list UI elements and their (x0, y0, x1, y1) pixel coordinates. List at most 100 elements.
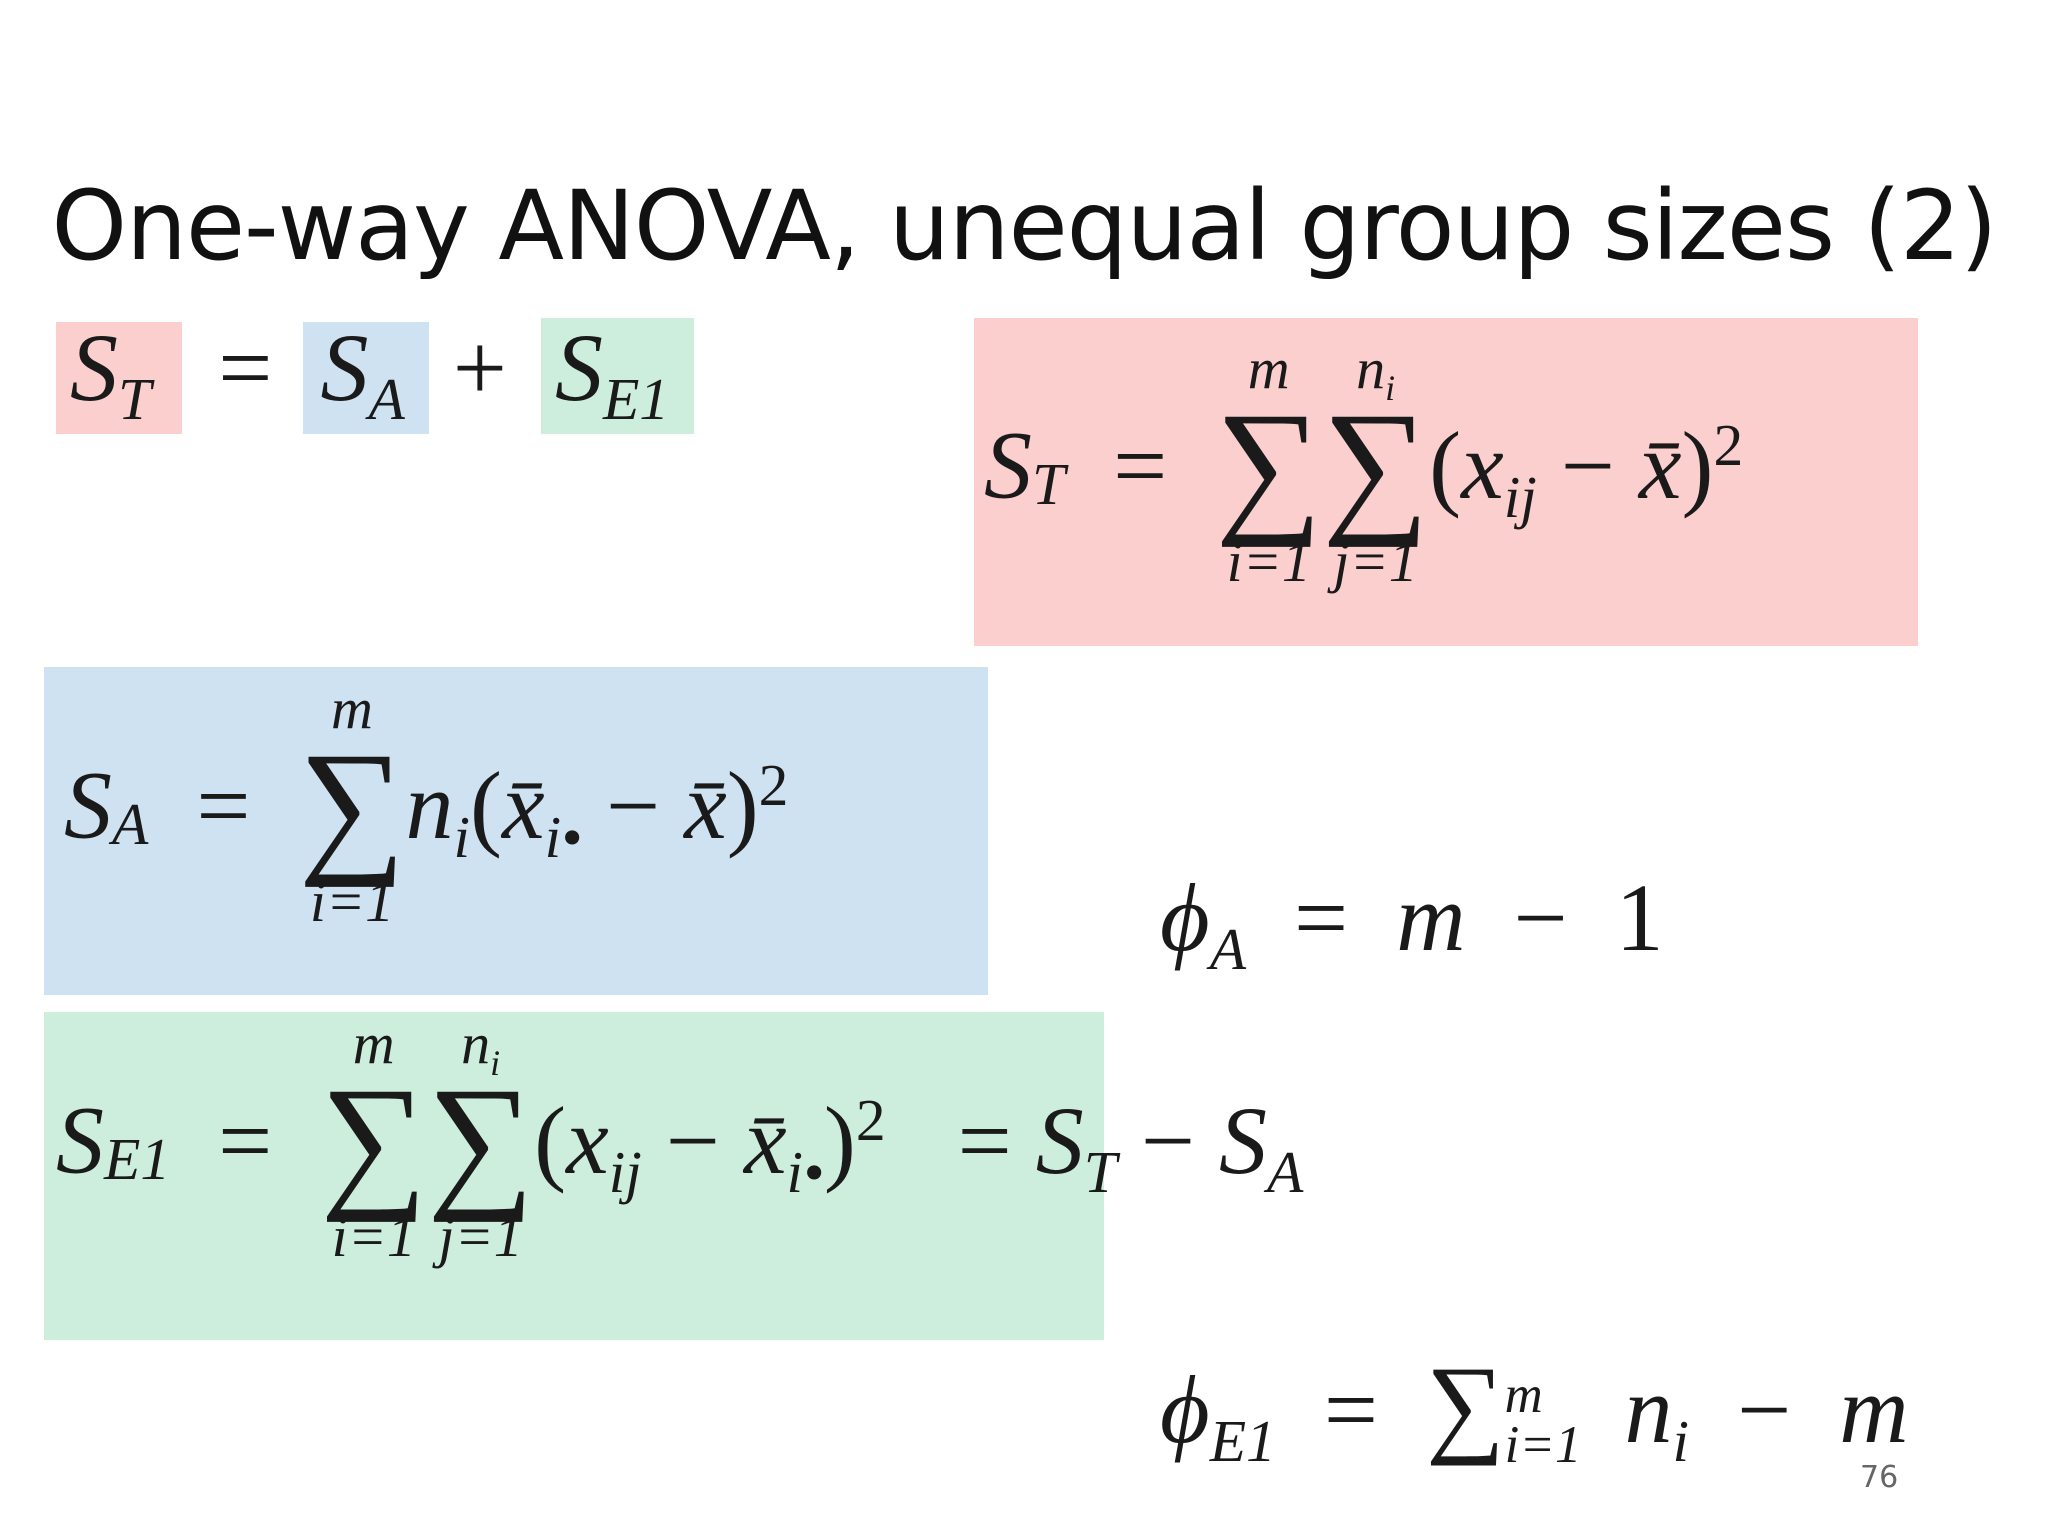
decomp-st-symbol: S (70, 314, 118, 421)
page-number: 76 (1860, 1460, 1899, 1495)
decomp-st-sub: T (118, 366, 152, 433)
se-minus: − (665, 1086, 720, 1194)
phi-e1-m: m (1839, 1356, 1909, 1463)
summation-icon: ∑ (427, 1057, 535, 1223)
se-rhs-sa-symbol: S (1219, 1086, 1268, 1194)
summation-icon: ∑ (298, 722, 406, 888)
st-sum-j-upper-sub: i (1385, 367, 1396, 408)
sa-open-paren: ( (469, 751, 502, 859)
phi-e1-equals: = (1323, 1356, 1378, 1463)
sa-n-sub: i (453, 803, 470, 870)
sa-minus: − (605, 751, 661, 859)
sa-highlight-box (303, 322, 429, 434)
sa-xbar-i-sub: i• (544, 803, 582, 870)
st-sum-j-lower: j=1 (1333, 529, 1418, 594)
se-sum-i-upper: m (352, 1011, 395, 1076)
phi-e1-symbol: ϕ (1160, 1356, 1210, 1463)
se-sum-j-lower: j=1 (438, 1204, 523, 1269)
sa-lhs-sub: A (112, 790, 149, 857)
phi-a-one: 1 (1615, 864, 1664, 971)
se-rhs-st-sub: T (1083, 1138, 1117, 1205)
summation-icon: ∑ (1425, 1344, 1505, 1466)
st-power: 2 (1713, 411, 1744, 478)
se-rhs: =ST−SA (910, 1086, 1304, 1201)
decomp-se-symbol: S (554, 314, 603, 421)
st-highlight-box (56, 322, 182, 434)
sa-sum-i: m ∑ i=1 (299, 680, 406, 931)
se-sum-j: ni ∑ j=1 (427, 1015, 534, 1266)
se-summand: (xij−x̄i•)2 (534, 1086, 886, 1201)
st-sum-j-upper: ni (1322, 340, 1429, 406)
phi-e1-n-sub: i (1672, 1408, 1690, 1475)
phi-e1-n: n (1624, 1356, 1673, 1463)
se-lhs-symbol: S (56, 1086, 104, 1194)
st-open-paren: ( (1429, 411, 1462, 519)
sa-n: n (405, 751, 454, 859)
sa-definition-box (44, 667, 988, 995)
st-sum-i-upper: m (1247, 336, 1290, 401)
sa-close-paren: ) (726, 751, 759, 859)
phi-a-equals: = (1294, 864, 1349, 971)
phi-a-m: m (1396, 864, 1466, 971)
decomposition-equation: ST = SA + SE1 (70, 320, 669, 429)
st-sum-i-lower: i=1 (1226, 529, 1311, 594)
se-close-paren: ) (823, 1086, 856, 1194)
st-x: x (1461, 411, 1504, 519)
st-definition-equation: ST = m ∑ i=1 ni ∑ j=1 (xij−x̄)2 (984, 340, 1743, 591)
summation-icon: ∑ (1322, 382, 1430, 548)
sa-xbar-i: x̄ (501, 751, 545, 859)
se-sum-j-upper: ni (427, 1015, 534, 1081)
se-rhs-equals: = (957, 1086, 1012, 1194)
sa-summand: ni(x̄i•−x̄)2 (405, 751, 789, 866)
sa-power: 2 (758, 751, 789, 818)
phi-e1-sum-lower: i=1 (1504, 1415, 1582, 1474)
phi-a-minus: − (1513, 864, 1568, 971)
decomp-sa-sub: A (368, 366, 405, 433)
summation-icon: ∑ (320, 1057, 428, 1223)
st-sum-i: m ∑ i=1 (1215, 340, 1322, 591)
slide-title: One-way ANOVA, unequal group sizes (2) (51, 170, 1998, 282)
decomp-plus: + (452, 314, 507, 421)
st-summand: (xij−x̄)2 (1429, 411, 1744, 526)
decomp-equals: = (218, 314, 273, 421)
st-minus: − (1560, 411, 1615, 519)
phi-e1-sum-upper: m (1504, 1365, 1543, 1424)
decomp-se-sub: E1 (602, 366, 670, 433)
summation-icon: ∑ (1215, 382, 1323, 548)
phi-a-symbol: ϕ (1160, 864, 1210, 971)
st-close-paren: ) (1681, 411, 1714, 519)
se-definition-equation: SE1 = m ∑ i=1 ni ∑ j=1 (xij−x̄i•)2 =ST−S… (56, 1015, 1303, 1266)
st-sum-j-upper-n: n (1356, 336, 1386, 401)
sa-xbar: x̄ (684, 751, 727, 859)
se-x-sub: ij (608, 1138, 642, 1205)
sa-lhs-symbol: S (64, 751, 112, 859)
se-sum-i-lower: i=1 (331, 1204, 416, 1269)
se-lhs-sub: E1 (104, 1125, 171, 1192)
se-equals: = (218, 1086, 273, 1194)
se-rhs-sa-sub: A (1267, 1138, 1304, 1205)
phi-a-sub: A (1209, 916, 1247, 983)
st-x-sub: ij (1503, 463, 1537, 530)
phi-a-equation: ϕA = m − 1 (1160, 870, 1664, 979)
st-xbar: x̄ (1638, 411, 1682, 519)
sa-definition-equation: SA = m ∑ i=1 ni(x̄i•−x̄)2 (64, 680, 788, 931)
phi-e1-minus: − (1737, 1356, 1792, 1463)
se-open-paren: ( (534, 1086, 567, 1194)
se-highlight-box (541, 318, 694, 434)
se-definition-box (44, 1012, 1104, 1340)
se-xbar-i: x̄ (743, 1086, 787, 1194)
se-sum-j-upper-sub: i (490, 1042, 501, 1083)
sa-sum-lower: i=1 (309, 869, 395, 934)
se-sum-j-upper-n: n (461, 1011, 491, 1076)
se-x: x (566, 1086, 609, 1194)
st-sum-j: ni ∑ j=1 (1322, 340, 1429, 591)
se-rhs-st-symbol: S (1035, 1086, 1084, 1194)
sa-equals: = (196, 751, 251, 859)
se-sum-i: m ∑ i=1 (320, 1015, 427, 1266)
st-lhs-sub: T (1032, 450, 1066, 517)
se-xbar-i-sub: i• (786, 1138, 824, 1205)
st-definition-box (974, 318, 1918, 646)
se-power: 2 (855, 1086, 886, 1153)
